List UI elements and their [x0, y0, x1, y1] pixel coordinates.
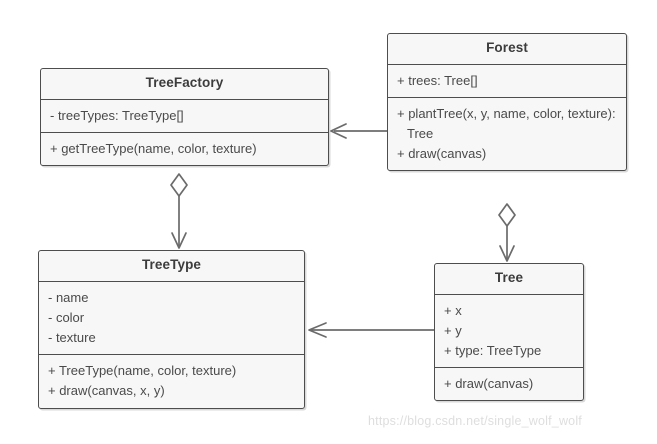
class-box-treefactory[interactable]: TreeFactory - treeTypes: TreeType[] + ge…: [40, 68, 329, 167]
class-title-forest: Forest: [388, 34, 626, 65]
attribute-row: + y: [444, 322, 462, 338]
open-arrow-icon: [308, 322, 327, 338]
attribute-row: - name: [48, 289, 89, 305]
open-arrow-icon: [499, 245, 515, 262]
class-attributes-treetype: - name - color - texture: [39, 282, 304, 354]
class-methods-treefactory: + getTreeType(name, color, texture): [41, 131, 328, 165]
method-row: + getTreeType(name, color, texture): [50, 140, 257, 156]
attribute-row: + type: TreeType: [444, 343, 542, 359]
edge-forest-to-treefactory: [330, 123, 387, 139]
class-attributes-treefactory: - treeTypes: TreeType[]: [41, 100, 328, 132]
method-row: + draw(canvas): [444, 376, 534, 392]
attribute-row: - color: [48, 309, 85, 325]
class-box-treetype[interactable]: TreeType - name - color - texture + Tree…: [38, 250, 305, 409]
method-row: + plantTree(x, y, name, color, texture):…: [397, 105, 619, 142]
hollow-diamond-icon: [170, 173, 188, 197]
class-methods-tree: + draw(canvas): [435, 367, 583, 400]
class-title-tree: Tree: [435, 264, 583, 295]
class-box-tree[interactable]: Tree + x + y + type: TreeType + draw(can…: [434, 263, 584, 402]
attribute-row: - texture: [48, 330, 96, 346]
attribute-row: + x: [444, 302, 462, 318]
open-arrow-icon: [171, 232, 187, 249]
class-methods-forest: + plantTree(x, y, name, color, texture):…: [388, 96, 626, 170]
class-attributes-forest: + trees: Tree[]: [388, 65, 626, 97]
class-attributes-tree: + x + y + type: TreeType: [435, 295, 583, 367]
class-title-treetype: TreeType: [39, 251, 304, 282]
class-box-forest[interactable]: Forest + trees: Tree[] + plantTree(x, y,…: [387, 33, 627, 172]
class-title-treefactory: TreeFactory: [41, 69, 328, 100]
class-methods-treetype: + TreeType(name, color, texture) + draw(…: [39, 354, 304, 407]
edge-treefactory-to-treetype: [170, 173, 188, 249]
attribute-row: - treeTypes: TreeType[]: [50, 107, 184, 123]
attribute-row: + trees: Tree[]: [397, 72, 478, 88]
hollow-diamond-icon: [498, 203, 516, 227]
open-arrow-icon: [330, 123, 347, 139]
method-row: + draw(canvas): [397, 146, 487, 162]
edge-tree-to-treetype: [308, 322, 434, 338]
method-row: + draw(canvas, x, y): [48, 383, 165, 399]
method-row: + TreeType(name, color, texture): [48, 363, 237, 379]
watermark: https://blog.csdn.net/single_wolf_wolf: [368, 414, 582, 428]
edge-forest-to-tree: [498, 203, 516, 262]
